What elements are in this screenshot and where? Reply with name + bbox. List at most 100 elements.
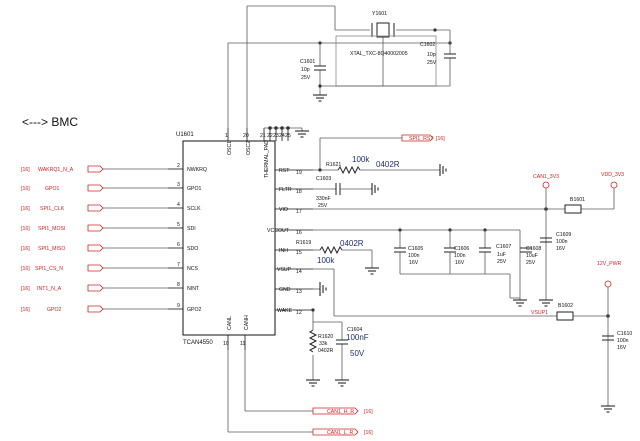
net-can1-h: CAN1_H_R xyxy=(327,409,354,415)
svg-text:25: 25 xyxy=(285,133,291,139)
svg-text:10uF: 10uF xyxy=(526,253,538,259)
pin-name: NINT xyxy=(187,286,200,292)
svg-text:RST: RST xyxy=(279,168,290,174)
svg-text:C1605: C1605 xyxy=(408,246,423,252)
pin-name: SCLK xyxy=(187,206,201,212)
svg-text:16V: 16V xyxy=(556,246,566,252)
pin-num: 5 xyxy=(177,222,180,228)
net-gpo1: GPO1 xyxy=(45,186,60,192)
svg-text:100n: 100n xyxy=(408,253,420,259)
net-spi1-mosi: SPI1_MOSI xyxy=(38,226,65,232)
svg-text:C1608: C1608 xyxy=(526,246,541,252)
svg-text:15: 15 xyxy=(296,250,302,256)
svg-text:[16]: [16] xyxy=(436,136,445,142)
crystal-ref: Y1601 xyxy=(372,11,387,17)
svg-text:[16]: [16] xyxy=(21,266,30,272)
svg-text:100n: 100n xyxy=(617,338,629,344)
svg-text:10p: 10p xyxy=(427,52,436,58)
c1601-ref: C1601 xyxy=(300,59,315,65)
svg-text:OSC1: OSC1 xyxy=(227,141,233,155)
svg-text:1: 1 xyxy=(225,133,228,139)
svg-text:OSC2: OSC2 xyxy=(246,141,252,155)
svg-text:17: 17 xyxy=(296,209,302,215)
svg-text:C1603: C1603 xyxy=(316,176,331,182)
c1602-ref: C1602 xyxy=(420,42,435,48)
pin-num: 6 xyxy=(177,242,180,248)
pin-name: SDO xyxy=(187,246,198,252)
svg-text:R1619: R1619 xyxy=(296,240,311,246)
svg-text:12: 12 xyxy=(296,310,302,316)
svg-text:24: 24 xyxy=(279,133,285,139)
net-can1-l: CAN1_L_R xyxy=(327,430,353,436)
svg-text:[16]: [16] xyxy=(21,167,30,173)
svg-text:[16]: [16] xyxy=(21,246,30,252)
spi-rst-net: SPI1_RST [16] xyxy=(319,134,445,170)
ic-body xyxy=(182,140,276,336)
pin-num: 9 xyxy=(177,303,180,309)
svg-text:25V: 25V xyxy=(497,259,507,265)
svg-text:CANL: CANL xyxy=(227,316,233,330)
net-spi1-cs: SPI1_CS_N xyxy=(35,266,63,272)
svg-text:VCCOUT: VCCOUT xyxy=(267,228,290,234)
svg-text:VIO: VIO xyxy=(279,207,288,213)
svg-text:25V: 25V xyxy=(526,260,536,266)
net-spi1-rst: SPI1_RST xyxy=(409,136,434,142)
svg-text:0402R: 0402R xyxy=(340,239,364,248)
svg-text:C1607: C1607 xyxy=(496,244,511,250)
svg-text:330nF: 330nF xyxy=(316,196,331,202)
ic-ref: U1601 xyxy=(176,132,194,138)
svg-text:13: 13 xyxy=(296,289,302,295)
svg-text:11: 11 xyxy=(240,341,245,347)
svg-text:100n: 100n xyxy=(556,239,568,245)
net-12v-pwr: 12V_PWR xyxy=(597,261,621,267)
svg-text:[16]: [16] xyxy=(21,286,30,292)
can-outputs: CAN1_H_R [16] CAN1_L_R [16] xyxy=(227,350,373,436)
gnd-pin13 xyxy=(313,282,327,296)
svg-text:16: 16 xyxy=(296,230,302,236)
pin-name: GPO1 xyxy=(187,186,202,192)
pin-name: GPO2 xyxy=(187,307,202,313)
svg-text:33k: 33k xyxy=(319,341,328,347)
net-vsup1: VSUP1 xyxy=(531,310,548,316)
svg-text:100k: 100k xyxy=(352,155,370,164)
svg-text:B1601: B1601 xyxy=(570,197,585,203)
svg-text:100k: 100k xyxy=(317,256,335,265)
ic-top-pins: 1 OSC1 20 OSC2 21 THERMAL_PAD 22 23 24 2… xyxy=(225,128,291,178)
svg-text:C1609: C1609 xyxy=(556,232,571,238)
ic-bottom-pins: CANL 10 CANH 11 xyxy=(223,315,250,350)
pin-num: 3 xyxy=(177,182,180,188)
pin-num: 2 xyxy=(177,163,180,169)
svg-text:0402R: 0402R xyxy=(376,160,400,169)
svg-text:C1606: C1606 xyxy=(454,246,469,252)
net-spi1-clk: SPI1_CLK xyxy=(40,206,65,212)
svg-text:CANH: CANH xyxy=(244,315,250,330)
net-can1-3v3: CAN1_3V3 xyxy=(533,174,559,180)
vsup-net: VSUP1 B1602 12V_PWR C1610 100n 16V xyxy=(313,261,632,413)
svg-text:0402R: 0402R xyxy=(318,348,334,354)
svg-text:WAKE: WAKE xyxy=(277,308,293,314)
svg-text:[16]: [16] xyxy=(21,307,30,313)
pin-num: 8 xyxy=(177,282,180,288)
svg-text:16V: 16V xyxy=(617,345,627,351)
svg-text:100nF: 100nF xyxy=(346,333,369,342)
svg-text:R1621: R1621 xyxy=(326,162,341,168)
svg-text:19: 19 xyxy=(296,170,302,176)
svg-text:50V: 50V xyxy=(350,349,365,358)
svg-text:GND: GND xyxy=(279,287,291,293)
vccout-caps: C1605 100n 16V C1606 100n 16V C1607 1uF … xyxy=(313,228,541,307)
svg-text:FLTR: FLTR xyxy=(279,187,292,193)
r1621: R1621 100k 0402R xyxy=(313,155,447,176)
ic-u1601[interactable]: U1601 TCAN4550 xyxy=(176,132,276,346)
svg-text:22: 22 xyxy=(267,133,273,139)
ic-part: TCAN4550 xyxy=(183,340,213,346)
r1619: R1619 0402R 100k xyxy=(296,239,379,275)
c1603: C1603 330nF 25V xyxy=(313,176,379,209)
svg-text:18: 18 xyxy=(296,189,302,195)
svg-text:C1604: C1604 xyxy=(347,327,362,333)
svg-text:[16]: [16] xyxy=(364,409,373,415)
svg-text:VSUP: VSUP xyxy=(277,267,292,273)
pin-name: NCS xyxy=(187,266,198,272)
wake-circuit: R1620 33k 0402R C1604 100nF 50V xyxy=(306,308,369,387)
